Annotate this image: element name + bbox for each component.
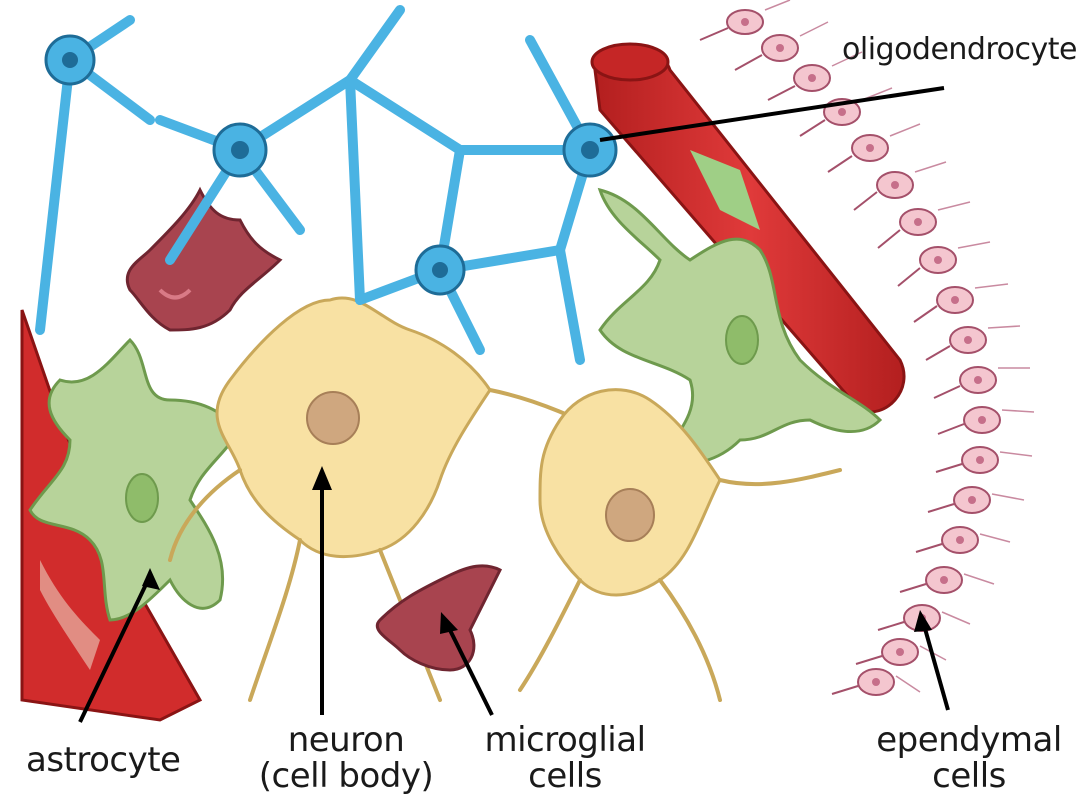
- pointer-ependymal: [922, 618, 948, 710]
- label-microglial-line2: cells: [470, 758, 660, 794]
- label-neuron-line2: (cell body): [246, 758, 446, 794]
- label-oligodendrocyte: oligodendrocyte: [842, 32, 1077, 68]
- neuron-right: [520, 390, 840, 700]
- label-neuron: neuron (cell body): [246, 722, 446, 794]
- label-ependymal-cells: ependymal cells: [864, 722, 1074, 794]
- label-ependymal-line1: ependymal: [864, 722, 1074, 758]
- label-microglial-line1: microglial: [470, 722, 660, 758]
- label-astrocyte: astrocyte: [26, 742, 180, 778]
- label-microglial-cells: microglial cells: [470, 722, 660, 794]
- microglia-bottom: [377, 566, 500, 670]
- label-ependymal-line2: cells: [864, 758, 1074, 794]
- label-neuron-line1: neuron: [246, 722, 446, 758]
